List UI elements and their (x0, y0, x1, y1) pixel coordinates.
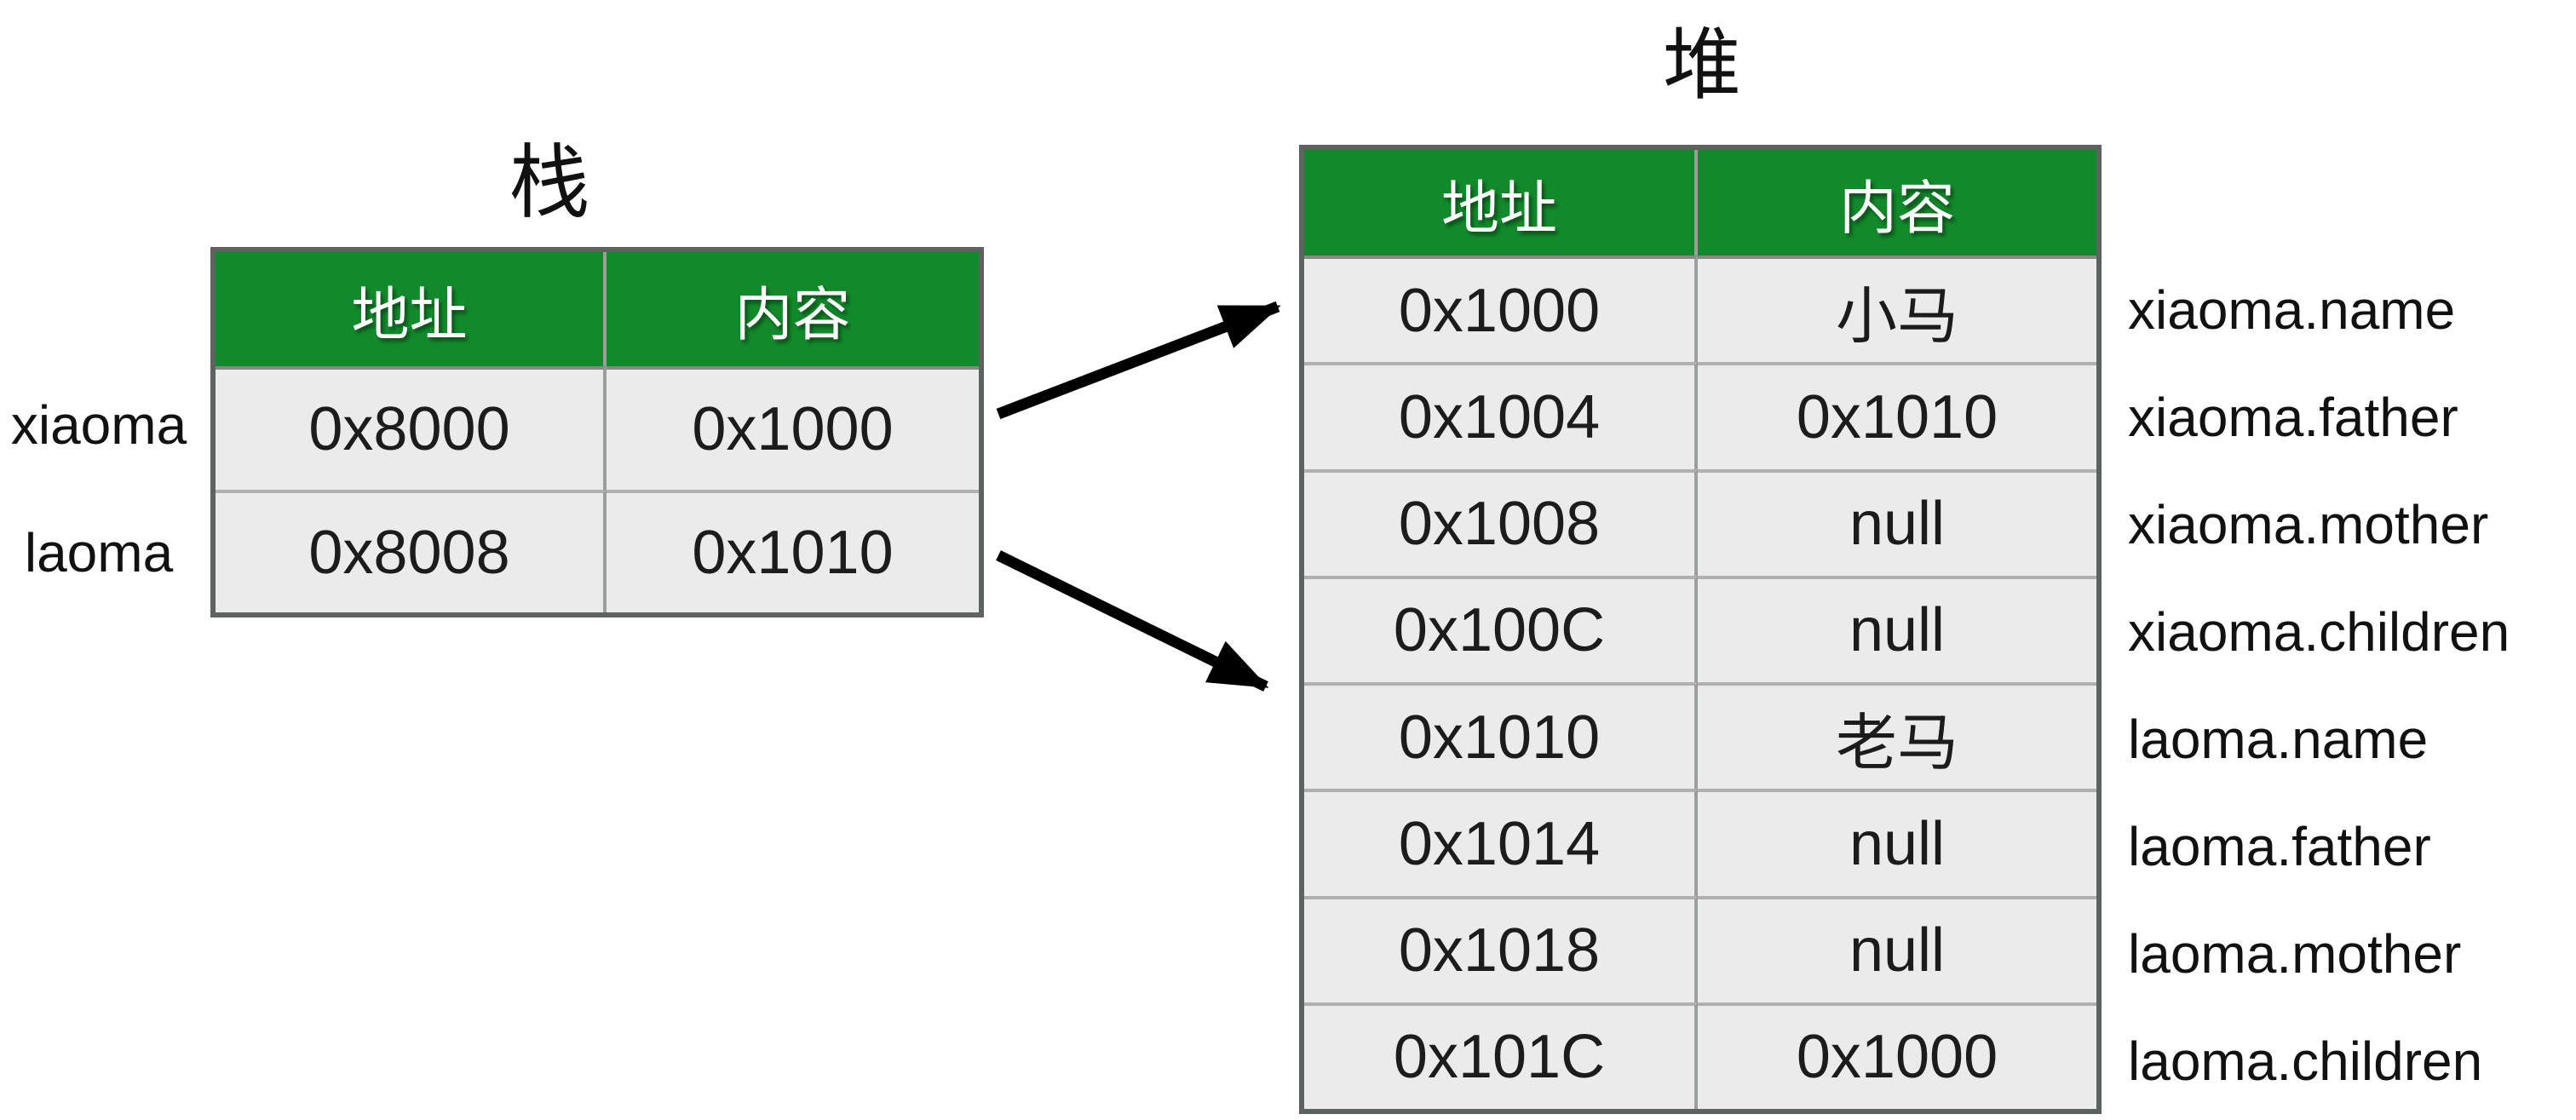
heap-cell-content: 老马 (1698, 682, 2096, 790)
heap-table: 地址 内容 0x1000 小马 0x1004 0x1010 0x1008 nul… (1299, 145, 2102, 1114)
heap-cell-content: 小马 (1698, 256, 2096, 363)
heap-cell-address: 0x1000 (1304, 256, 1698, 363)
heap-row-annotation: xiaoma.father (2128, 387, 2458, 448)
heap-cell-address: 0x1014 (1304, 789, 1698, 896)
heap-cell-address: 0x100C (1304, 575, 1698, 682)
heap-cell-address: 0x1004 (1304, 362, 1698, 469)
heap-header-content: 内容 (1698, 150, 2096, 256)
heap-row-annotation: xiaoma.name (2128, 279, 2456, 341)
heap-cell-content: 0x1010 (1698, 362, 2096, 469)
stack-row-label-xiaoma: xiaoma (10, 394, 187, 456)
heap-header-address: 地址 (1304, 150, 1698, 256)
arrow-laoma-to-heap-icon (996, 550, 1269, 692)
stack-cell-laoma-address: 0x8008 (216, 489, 607, 612)
heap-cell-content: null (1698, 575, 2096, 682)
stack-cell-laoma-content: 0x1010 (607, 489, 979, 612)
stack-cell-xiaoma-address: 0x8000 (216, 366, 607, 490)
heap-cell-address: 0x1010 (1304, 682, 1698, 790)
heap-cell-content: null (1698, 789, 2096, 896)
stack-row-label-laoma: laoma (24, 522, 174, 583)
heap-cell-address: 0x101C (1304, 1002, 1698, 1109)
heap-row-annotation: laoma.name (2128, 709, 2429, 770)
heap-row-annotation: xiaoma.children (2128, 601, 2510, 663)
heap-cell-content: null (1698, 468, 2096, 576)
heap-cell-address: 0x1018 (1304, 895, 1698, 1002)
heap-row-annotation: laoma.father (2128, 816, 2431, 877)
heap-cell-address: 0x1008 (1304, 468, 1698, 576)
stack-section-title: 栈 (509, 138, 592, 228)
stack-header-address: 地址 (216, 252, 607, 366)
arrow-xiaoma-to-heap-icon (996, 301, 1281, 420)
heap-cell-content: null (1698, 895, 2096, 1002)
heap-row-annotation: laoma.mother (2128, 923, 2462, 985)
stack-cell-xiaoma-content: 0x1000 (607, 366, 979, 490)
heap-row-annotation: xiaoma.mother (2128, 494, 2489, 555)
heap-row-annotation: laoma.children (2128, 1031, 2483, 1092)
heap-cell-content: 0x1000 (1698, 1002, 2096, 1109)
heap-section-title: 堆 (1662, 22, 1743, 109)
stack-header-content: 内容 (607, 252, 979, 366)
stack-table: 地址 内容 0x8000 0x1000 0x8008 0x1010 (210, 247, 984, 617)
